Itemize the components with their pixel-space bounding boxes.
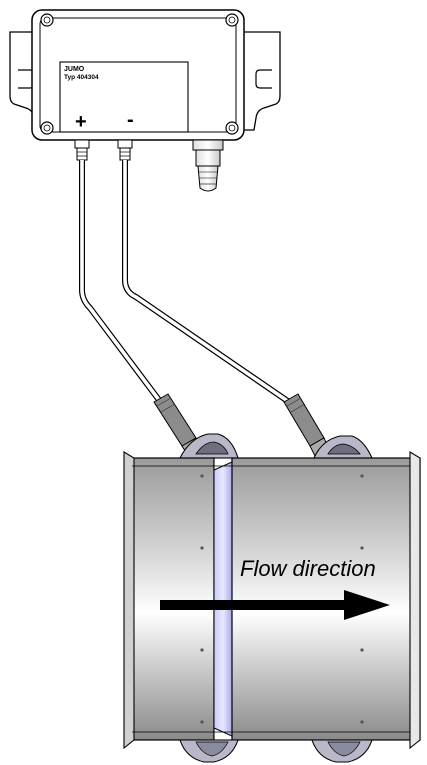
cable-minus <box>122 160 294 407</box>
label-plate <box>59 61 189 133</box>
minus-terminal-label: - <box>127 109 134 131</box>
connector-minus <box>117 139 133 161</box>
right-flange <box>235 31 281 131</box>
brand-label: JUMO <box>64 66 85 73</box>
pipe-lug-left <box>179 433 239 459</box>
pipe-bottom-lug-left <box>179 739 239 763</box>
cable-gland <box>192 139 224 192</box>
pipe-lug-right <box>313 435 373 459</box>
model-label: Typ 404304 <box>64 74 99 81</box>
flow-direction-label: Flow direction <box>240 556 376 581</box>
transmitter-housing: JUMO Typ 404304 + - <box>9 9 281 141</box>
screw-icon <box>40 13 54 27</box>
right-slot <box>255 69 272 89</box>
pipe-right-end <box>409 451 421 750</box>
screw-icon <box>225 13 239 27</box>
pipe-rivets <box>200 474 364 724</box>
cable-plus <box>79 160 165 406</box>
pipe-ring <box>213 461 233 737</box>
screw-icon <box>40 121 54 135</box>
pipe-section <box>123 451 421 750</box>
pipe-left-end <box>123 451 135 750</box>
pipe-right-segment <box>231 457 421 741</box>
pipe-left-segment <box>131 457 215 741</box>
flow-arrow-icon <box>160 590 390 620</box>
pipe-bottom-lug-right <box>311 739 373 763</box>
screw-icon <box>225 121 239 135</box>
plus-terminal-label: + <box>75 111 87 133</box>
connector-plus <box>74 139 90 161</box>
